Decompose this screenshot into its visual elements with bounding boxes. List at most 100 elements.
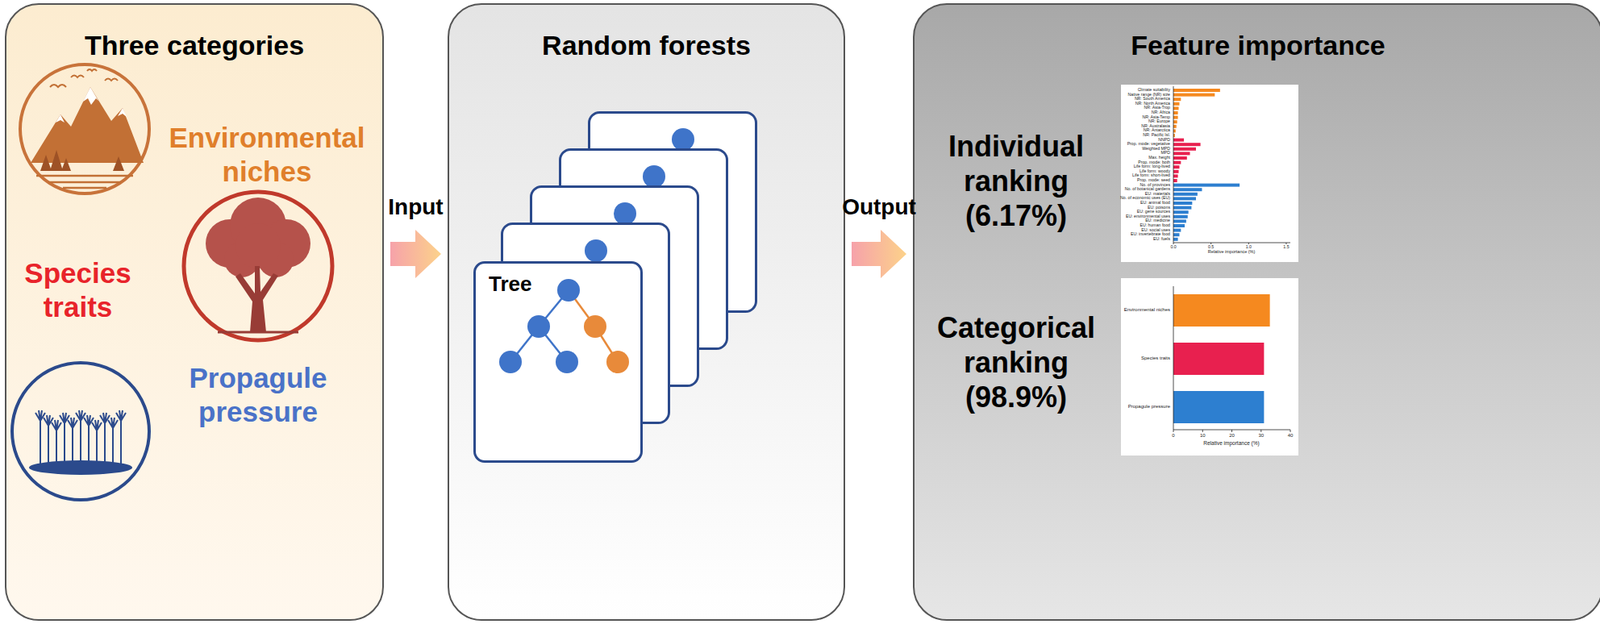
tree-root [671, 128, 695, 151]
tree-card-back [531, 187, 699, 387]
axis-title: Relative importance (%) [1187, 250, 1276, 255]
category-name: Environmental niches [1124, 307, 1171, 313]
feature-name: EU: fuels [1153, 237, 1171, 242]
mountain-icon-part [83, 87, 99, 105]
feature-name: NR: Pacific Isl. [1142, 133, 1171, 138]
chart-axis [1173, 286, 1291, 430]
tick-label: 0 [1163, 433, 1184, 438]
feature-name: Life form: short-lived [1132, 173, 1171, 178]
tree-icon-part [235, 266, 279, 333]
feature-name: NNPD [1158, 137, 1171, 142]
importance-bar [1173, 97, 1181, 101]
propagule-icon [12, 362, 150, 500]
mountain-icon-part [40, 150, 125, 171]
feature-name: NR: Australasia [1141, 124, 1171, 129]
feature-name: EU: medicine [1145, 218, 1171, 223]
importance-bar [1173, 102, 1180, 106]
feature-name: Life form: long-lived [1133, 164, 1171, 169]
feature-name: NR: North America [1135, 101, 1171, 106]
category-label: Propagule pressure [165, 361, 351, 430]
seedling [67, 417, 78, 465]
ranking-label: Individual ranking (6.17%) [919, 129, 1113, 234]
importance-bar [1173, 129, 1176, 133]
tick-label: 1.5 [1276, 245, 1296, 250]
feature-name: Prop. mode: vegetative [1127, 141, 1171, 146]
tree-icon [183, 191, 333, 341]
importance-bar [1173, 125, 1177, 129]
importance-bar [1173, 93, 1215, 97]
importance-bar [1173, 147, 1196, 151]
importance-bar [1173, 183, 1240, 188]
axis-tick [1290, 429, 1292, 433]
importance-bar [1173, 196, 1196, 200]
tree-root [584, 239, 608, 263]
feature-name: EU: materials [1145, 191, 1171, 196]
tree-node [527, 315, 550, 338]
axis-tick [1260, 429, 1262, 433]
importance-bar [1173, 224, 1185, 228]
feature-name: EU: invertebrate food [1130, 232, 1171, 237]
tick-label: 1.0 [1238, 245, 1259, 250]
importance-bar [1173, 237, 1179, 242]
tree-node [499, 350, 522, 374]
tick-label: 10 [1192, 433, 1213, 438]
mountain-icon-part [30, 87, 144, 163]
tick-label: 40 [1280, 433, 1300, 438]
tree-node [557, 279, 580, 302]
seedling [91, 420, 102, 465]
mountain-icon-part [50, 69, 118, 88]
tree-root [642, 165, 666, 188]
importance-bar [1173, 111, 1179, 115]
tree-icon-part [217, 331, 299, 334]
feature-name: EU: animal food [1140, 200, 1171, 205]
tree-card: Tree [473, 261, 643, 463]
seedling [108, 417, 118, 465]
feature-name: NR: South America [1134, 96, 1171, 101]
importance-bar [1173, 192, 1198, 196]
flow-arrow [390, 229, 442, 279]
feature-name: EU: poisons [1147, 205, 1171, 210]
importance-bar [1173, 187, 1202, 192]
tree-icon-part [183, 191, 333, 341]
feature-name: NR: Asia-Trop [1144, 105, 1171, 110]
feature-name: Max. height [1148, 155, 1171, 160]
feature-name: Climate suitability [1137, 87, 1171, 92]
importance-bar [1173, 88, 1221, 92]
importance-bar [1173, 210, 1189, 214]
importance-bar [1173, 229, 1181, 233]
mountain-icon [20, 64, 150, 194]
category-label: Species traits [11, 256, 145, 325]
axis-tick [1173, 429, 1175, 433]
importance-charts-part [1120, 84, 1299, 263]
importance-bar [1173, 201, 1192, 205]
stacked-trees [502, 112, 757, 424]
mountain-icon-part [117, 108, 127, 117]
importance-bar [1173, 120, 1178, 124]
feature-name: No. of economic uses (EU) [1120, 195, 1171, 200]
tick-label: 20 [1222, 433, 1242, 438]
importance-bar [1173, 165, 1180, 169]
importance-bar [1173, 161, 1181, 165]
category-label: Environmental niches [158, 120, 376, 189]
feature-name: NR: Antarctica [1143, 128, 1171, 133]
importance-bar [1173, 215, 1188, 219]
ranking-label: Categorical ranking (98.9%) [919, 310, 1113, 416]
importance-charts-part [1120, 278, 1299, 456]
importance-bar [1173, 174, 1179, 178]
feature-name: Prop. mode: seed [1137, 178, 1171, 183]
tick-label: 0.5 [1201, 245, 1221, 250]
tree-node [606, 350, 630, 374]
importance-bar [1173, 233, 1180, 237]
seedling [51, 420, 62, 465]
category-bar [1173, 391, 1264, 424]
tree-card-back [502, 224, 670, 424]
arrow-label: Input [387, 194, 443, 221]
tree-root [613, 202, 637, 225]
tick-label: 0.0 [1163, 245, 1184, 250]
importance-bar [1173, 219, 1187, 223]
importance-bar [1173, 106, 1180, 110]
category-bar [1173, 342, 1264, 375]
